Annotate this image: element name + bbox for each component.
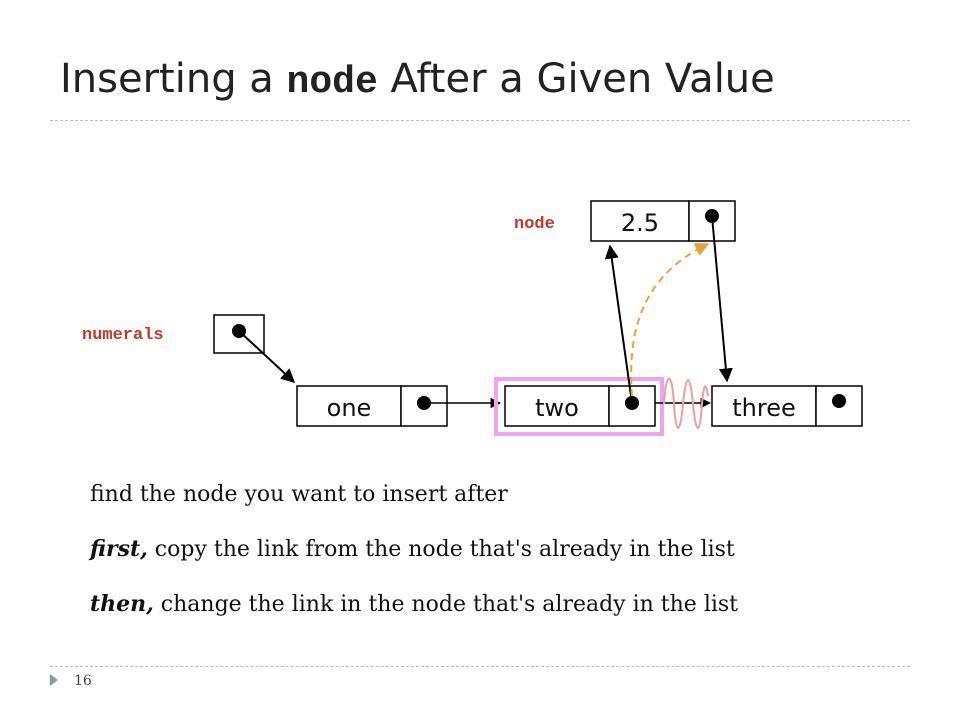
node-two-value: two (535, 394, 579, 422)
step-first: first, copy the link from the node that'… (90, 534, 738, 565)
step-first-emphasis: first, (90, 536, 148, 562)
step-find-text: find the node you want to insert after (90, 482, 508, 507)
steps-text: find the node you want to insert after f… (90, 480, 738, 644)
copy-link-dashed-arrow (630, 243, 710, 397)
numerals-link-arrow (238, 330, 296, 383)
node-three-value: three (732, 394, 796, 422)
slide-number: 16 (74, 673, 92, 689)
title-after: After a Given Value (377, 56, 775, 102)
node-new-value: 2.5 (621, 209, 659, 237)
slide-title: Inserting a node After a Given Value (60, 56, 775, 104)
step-find: find the node you want to insert after (90, 480, 738, 510)
title-before: Inserting a (60, 56, 287, 102)
triangle-bullet-icon (50, 674, 58, 686)
footer-divider (50, 666, 910, 667)
node-three-value-cell (711, 385, 817, 427)
node-label: node (514, 215, 555, 234)
title-divider (50, 120, 910, 121)
two-to-new-arrow (604, 244, 633, 404)
step-then-emphasis: then, (90, 591, 154, 617)
new-to-three-arrow (711, 215, 733, 383)
current-node-highlight (494, 377, 664, 436)
node-three-link-dot (832, 394, 846, 408)
step-then-text: change the link in the node that's alrea… (153, 592, 739, 617)
node-new: 2.5 (590, 200, 736, 242)
numerals-label: numerals (82, 326, 164, 345)
node-one-value: one (327, 394, 372, 422)
node-two-value-cell (504, 385, 610, 427)
broken-link-squiggle (663, 377, 709, 429)
step-then: then, change the link in the node that's… (90, 589, 738, 620)
node-three: three (711, 385, 863, 427)
step-first-text: copy the link from the node that's alrea… (147, 537, 735, 562)
node-one: one (296, 385, 448, 427)
node-new-value-cell (590, 200, 690, 242)
title-code: node (286, 61, 378, 104)
